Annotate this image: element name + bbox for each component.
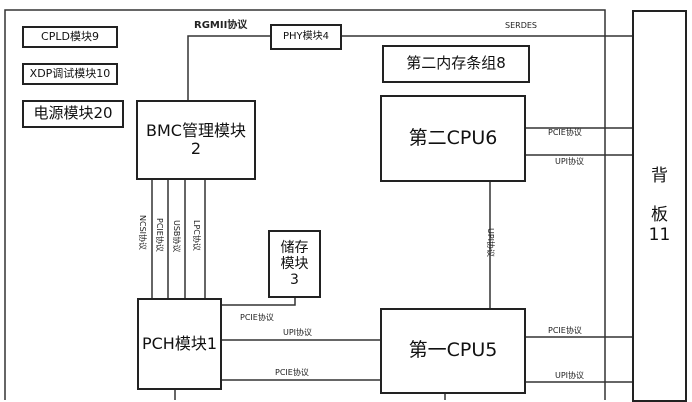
label-ncsi: NCSI协议 xyxy=(138,215,147,251)
label-usb: USB协议 xyxy=(172,220,181,253)
backplane: 背 板 11 xyxy=(632,10,687,402)
label-upi-cpu1-bp: UPI协议 xyxy=(555,371,585,380)
pch-module: PCH模块1 xyxy=(137,298,222,390)
first-cpu: 第一CPU5 xyxy=(380,308,526,394)
bmc-module: BMC管理模块 2 xyxy=(136,100,256,180)
second-cpu: 第二CPU6 xyxy=(380,95,526,182)
label-upi-cpu: UPI协议 xyxy=(486,228,495,258)
label-pcie-cpu2-bp: PCIE协议 xyxy=(548,128,582,137)
label-serdes: SERDES xyxy=(505,21,537,30)
label-rgmii: RGMII协议 xyxy=(194,20,248,31)
line-pcie-pch-storage xyxy=(222,298,296,306)
cpld-module: CPLD模块9 xyxy=(22,26,118,48)
label-upi-pch-cpu1: UPI协议 xyxy=(283,328,313,337)
label-pcie-pch-cpu1: PCIE协议 xyxy=(275,368,309,377)
storage-module: 储存 模块 3 xyxy=(268,230,321,298)
second-memory-group: 第二内存条组8 xyxy=(382,45,530,83)
label-upi-cpu2-bp: UPI协议 xyxy=(555,157,585,166)
label-pcie-bmc: PCIE协议 xyxy=(155,218,164,252)
line-rgmii xyxy=(187,35,270,100)
phy-module: PHY模块4 xyxy=(270,24,342,50)
xdp-debug-module: XDP调试模块10 xyxy=(22,63,118,85)
mainboard-outline xyxy=(4,9,606,400)
label-pcie-cpu1-bp: PCIE协议 xyxy=(548,326,582,335)
label-lpc: LPC协议 xyxy=(192,220,201,251)
label-pcie-pch-storage: PCIE协议 xyxy=(240,313,274,322)
power-module: 电源模块20 xyxy=(22,100,124,128)
